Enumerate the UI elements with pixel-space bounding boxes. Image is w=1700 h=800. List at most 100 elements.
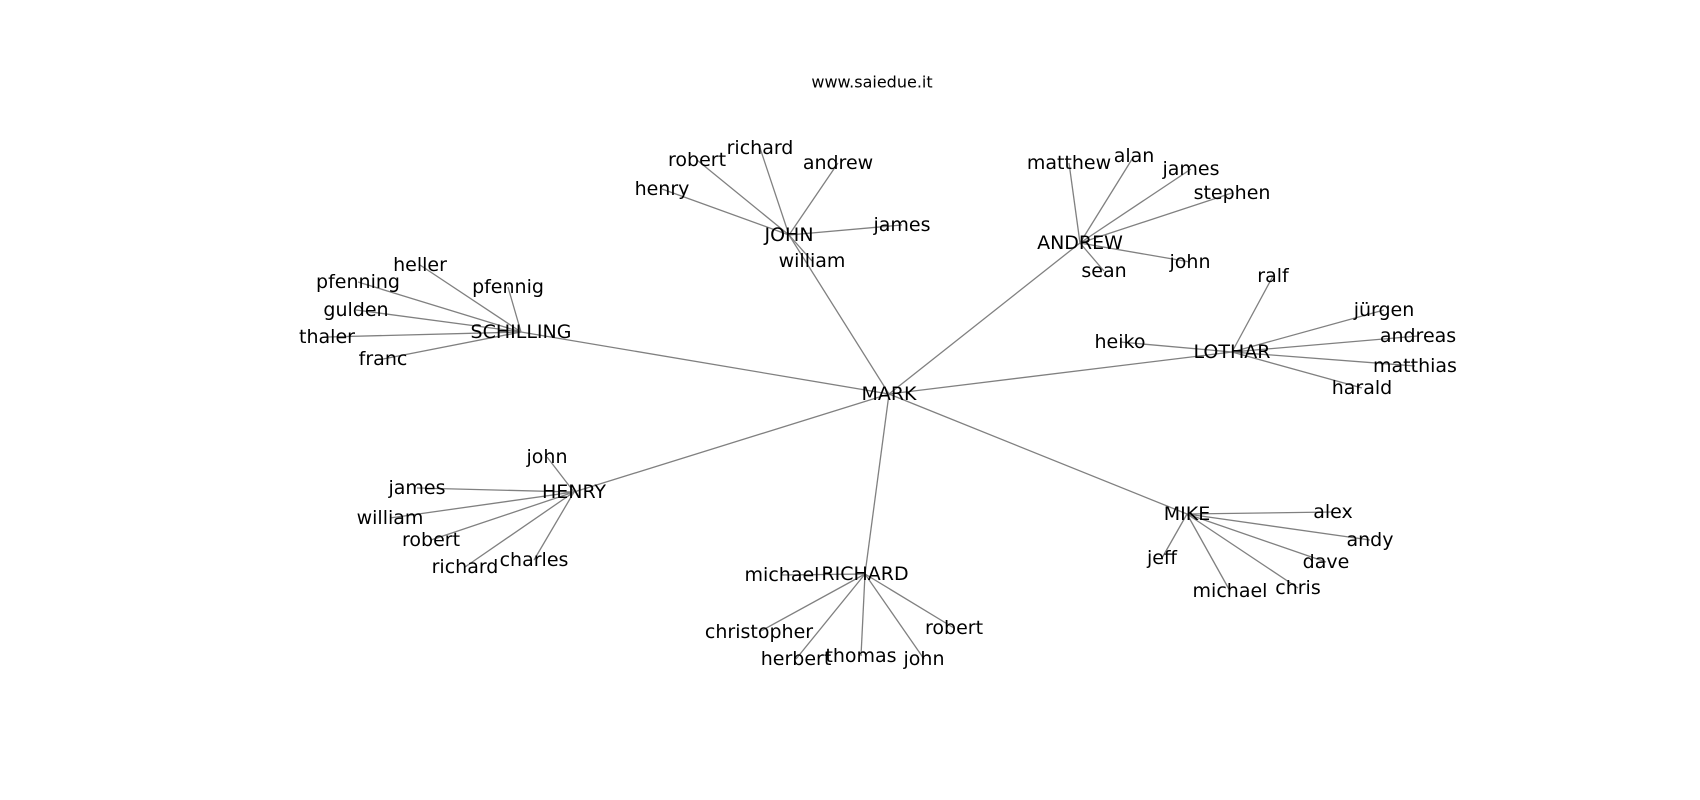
node-leaf-schilling-0: heller xyxy=(393,254,447,276)
node-leaf-mike-4: michael xyxy=(1193,580,1268,602)
node-leaf-lothar-0: ralf xyxy=(1257,265,1290,287)
node-leaf-schilling-3: gulden xyxy=(323,299,388,321)
edge-mike-2 xyxy=(1186,513,1327,563)
edge-root-lothar xyxy=(888,351,1233,395)
node-hub-john: JOHN xyxy=(763,224,813,246)
node-leaf-henry-4: richard xyxy=(432,556,499,578)
edge-andrew-3 xyxy=(1079,192,1233,244)
edge-richard-4 xyxy=(864,573,925,660)
edge-richard-2 xyxy=(795,573,866,660)
edge-mike-4 xyxy=(1186,513,1231,592)
edge-john-5 xyxy=(788,234,813,262)
edge-root-mike xyxy=(888,393,1188,515)
edge-richard-5 xyxy=(864,573,955,629)
node-leaf-mike-1: andy xyxy=(1347,529,1394,551)
edge-mike-3 xyxy=(1186,513,1299,589)
edge-root-john xyxy=(788,234,890,395)
node-leaf-lothar-2: andreas xyxy=(1380,325,1456,347)
edge-andrew-5 xyxy=(1079,242,1105,272)
node-leaf-mike-5: jeff xyxy=(1146,547,1178,569)
node-leaf-lothar-5: heiko xyxy=(1095,331,1146,353)
node-hub-henry: HENRY xyxy=(542,481,606,503)
node-leaf-richard-0: michael xyxy=(745,564,820,586)
edge-mike-0 xyxy=(1186,511,1334,515)
edge-henry-2 xyxy=(389,491,575,519)
edge-lothar-5 xyxy=(1119,341,1233,353)
node-leaf-andrew-1: alan xyxy=(1114,145,1155,167)
node-hub-lothar: LOTHAR xyxy=(1194,341,1271,363)
edge-lothar-2 xyxy=(1231,335,1419,353)
node-leaf-henry-1: james xyxy=(387,477,445,499)
node-leaf-henry-3: robert xyxy=(402,529,460,551)
edge-root-andrew xyxy=(888,242,1081,395)
node-leaf-andrew-4: john xyxy=(1169,251,1211,273)
edge-lothar-4 xyxy=(1231,351,1363,389)
edge-schilling-5 xyxy=(382,331,522,360)
edge-mike-1 xyxy=(1186,513,1371,541)
node-leaf-henry-5: charles xyxy=(500,549,569,571)
edge-henry-1 xyxy=(416,487,575,493)
node-leaf-andrew-5: sean xyxy=(1081,260,1126,282)
node-leaf-mike-3: chris xyxy=(1275,577,1320,599)
edge-schilling-3 xyxy=(355,309,522,333)
edge-henry-3 xyxy=(430,491,575,541)
node-hub-schilling: SCHILLING xyxy=(471,321,572,343)
node-hub-richard: RICHARD xyxy=(821,563,908,585)
edge-schilling-4 xyxy=(326,331,522,338)
node-leaf-schilling-5: franc xyxy=(359,348,408,370)
node-leaf-john-1: robert xyxy=(668,149,726,171)
edge-root-richard xyxy=(864,393,890,575)
edge-root-schilling xyxy=(520,331,890,395)
node-leaf-john-5: william xyxy=(779,250,846,272)
node-root: MARK xyxy=(861,383,917,405)
edge-john-4 xyxy=(788,224,903,236)
node-leaf-john-0: henry xyxy=(635,178,690,200)
edge-richard-3 xyxy=(860,573,866,657)
node-leaf-schilling-2: pfennig xyxy=(472,276,544,298)
node-layer: MARKJOHNhenryrobertrichardandrewjameswil… xyxy=(299,137,1457,670)
edge-schilling-1 xyxy=(357,281,522,333)
node-leaf-andrew-0: matthew xyxy=(1027,152,1111,174)
node-leaf-andrew-3: stephen xyxy=(1194,182,1271,204)
node-leaf-mike-2: dave xyxy=(1303,551,1350,573)
node-leaf-schilling-1: pfenning xyxy=(316,271,400,293)
edge-schilling-2 xyxy=(507,286,522,333)
edge-schilling-0 xyxy=(419,264,522,333)
edge-lothar-3 xyxy=(1231,351,1416,367)
node-leaf-lothar-4: harald xyxy=(1332,377,1392,399)
edge-lothar-1 xyxy=(1231,309,1385,353)
node-hub-mike: MIKE xyxy=(1164,503,1210,525)
edge-lothar-0 xyxy=(1231,275,1274,353)
node-leaf-henry-0: john xyxy=(526,446,568,468)
edge-andrew-1 xyxy=(1079,155,1135,244)
edge-andrew-2 xyxy=(1079,168,1192,244)
node-leaf-john-4: james xyxy=(872,214,930,236)
edge-henry-0 xyxy=(546,456,575,493)
edge-mike-5 xyxy=(1161,513,1188,559)
node-leaf-richard-3: thomas xyxy=(825,645,896,667)
edge-john-2 xyxy=(759,147,790,236)
edge-john-1 xyxy=(696,159,790,236)
edge-root-henry xyxy=(573,393,890,493)
node-leaf-john-3: andrew xyxy=(803,152,873,174)
node-leaf-john-2: richard xyxy=(727,137,794,159)
node-leaf-richard-2: herbert xyxy=(761,648,832,670)
diagram-source-text: www.saiedue.it xyxy=(811,73,932,92)
node-hub-andrew: ANDREW xyxy=(1037,232,1123,254)
node-leaf-andrew-2: james xyxy=(1161,158,1219,180)
node-leaf-schilling-4: thaler xyxy=(299,326,355,348)
edge-andrew-0 xyxy=(1068,162,1081,244)
edge-henry-5 xyxy=(533,491,575,561)
edge-richard-0 xyxy=(781,573,866,576)
node-leaf-lothar-3: matthias xyxy=(1373,355,1457,377)
edge-henry-4 xyxy=(464,491,575,568)
edge-andrew-4 xyxy=(1079,242,1191,263)
edge-richard-1 xyxy=(758,573,866,633)
node-leaf-henry-2: william xyxy=(357,507,424,529)
edge-john-0 xyxy=(661,188,790,236)
edge-john-3 xyxy=(788,162,839,236)
node-leaf-mike-0: alex xyxy=(1313,501,1353,523)
node-leaf-richard-4: john xyxy=(903,648,945,670)
edge-layer xyxy=(326,147,1419,660)
